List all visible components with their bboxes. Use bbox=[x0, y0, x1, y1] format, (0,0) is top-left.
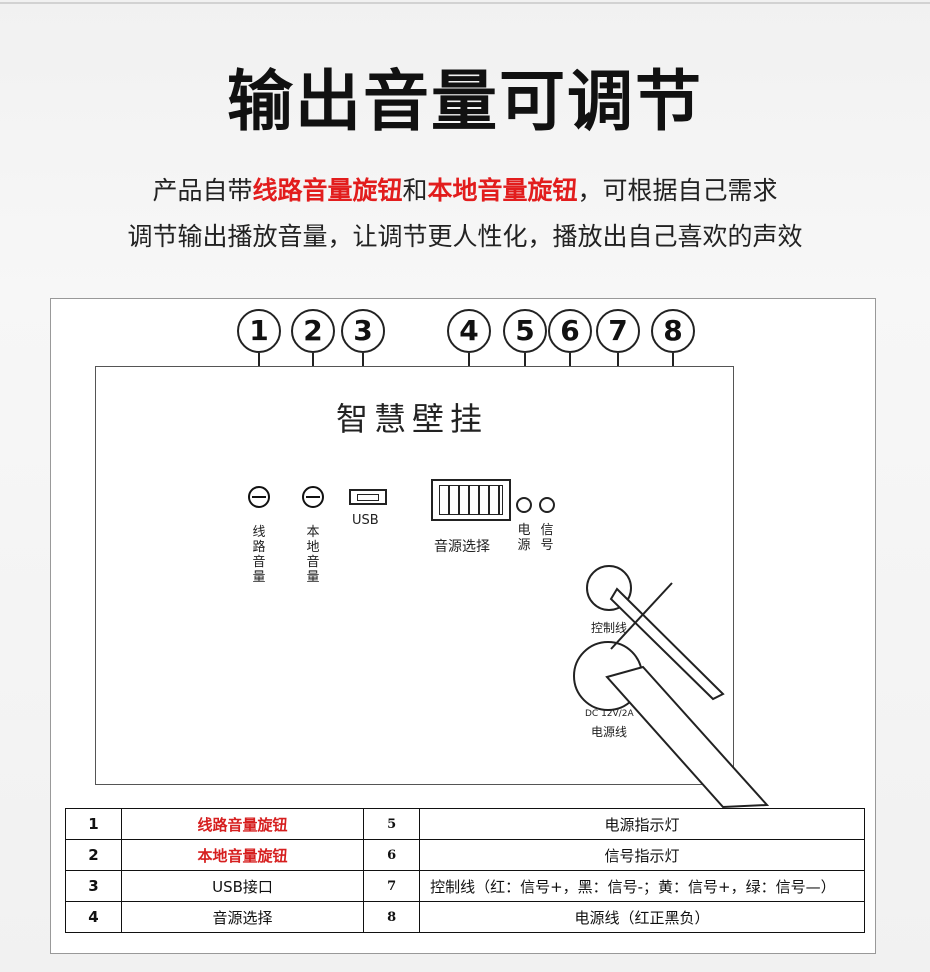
description-line-1: 产品自带线路音量旋钮和本地音量旋钮，可根据自己需求 bbox=[0, 174, 930, 208]
local-volume-knob-icon bbox=[302, 486, 324, 508]
table-cell-number: 7 bbox=[363, 870, 421, 902]
panel-title: 智慧壁挂 bbox=[336, 400, 489, 438]
control-line-label: 控制线 bbox=[591, 621, 628, 635]
callout-2: 2 bbox=[291, 309, 335, 353]
power-cable bbox=[605, 665, 770, 809]
source-select-label: 音源选择 bbox=[434, 539, 490, 555]
description-line-2: 调节输出播放音量，让调节更人性化，播放出自己喜欢的声效 bbox=[127, 222, 803, 251]
usb-label: USB bbox=[352, 513, 379, 528]
callout-3: 3 bbox=[341, 309, 385, 353]
table-cell-item: 电源线（红正黑负） bbox=[419, 901, 865, 933]
page-title: 输出音量可调节 bbox=[227, 63, 703, 140]
desc-mid: 和 bbox=[402, 176, 428, 205]
control-cable bbox=[609, 587, 725, 701]
table-row: 1 线路音量旋钮 5 电源指示灯 bbox=[65, 808, 865, 840]
table-cell-number: 6 bbox=[363, 839, 421, 871]
callout-7: 7 bbox=[596, 309, 640, 353]
callout-8: 8 bbox=[651, 309, 695, 353]
power-led-icon bbox=[516, 497, 532, 513]
table-cell-item: 线路音量旋钮 bbox=[120, 808, 365, 840]
leader-line-8-diagonal bbox=[610, 582, 673, 650]
line-volume-knob-icon bbox=[248, 486, 270, 508]
callout-5: 5 bbox=[503, 309, 547, 353]
callout-4: 4 bbox=[447, 309, 491, 353]
power-led-label: 电源 bbox=[517, 523, 531, 553]
table-cell-number: 2 bbox=[65, 839, 122, 871]
local-volume-label: 本地音量 bbox=[306, 525, 320, 585]
table-cell-item: 本地音量旋钮 bbox=[120, 839, 365, 871]
power-line-label: 电源线 bbox=[591, 725, 628, 739]
table-cell-item: 电源指示灯 bbox=[419, 808, 865, 840]
callout-1: 1 bbox=[237, 309, 281, 353]
desc-highlight-local-volume: 本地音量旋钮 bbox=[427, 176, 578, 205]
table-cell-item: 音源选择 bbox=[120, 901, 365, 933]
table-cell-item: 控制线（红：信号+，黑：信号-；黄：信号+，绿：信号—） bbox=[419, 870, 865, 902]
line-volume-label: 线路音量 bbox=[252, 525, 266, 585]
table-cell-number: 3 bbox=[65, 870, 122, 902]
table-row: 4 音源选择 8 电源线（红正黑负） bbox=[65, 901, 865, 933]
dc-spec-label: DC 12V/2A bbox=[585, 709, 634, 719]
table-row: 3 USB接口 7 控制线（红：信号+，黑：信号-；黄：信号+，绿：信号—） bbox=[65, 870, 865, 902]
table-cell-item: USB接口 bbox=[120, 870, 365, 902]
table-row: 2 本地音量旋钮 6 信号指示灯 bbox=[65, 839, 865, 871]
table-cell-number: 1 bbox=[65, 808, 122, 840]
diagram-frame: 1 2 3 4 5 6 7 8 智慧壁挂 线路音量 本地音量 USB 音源选择 … bbox=[50, 298, 876, 954]
table-cell-number: 4 bbox=[65, 901, 122, 933]
table-cell-number: 8 bbox=[363, 901, 421, 933]
signal-led-label: 信号 bbox=[540, 523, 554, 553]
callout-6: 6 bbox=[548, 309, 592, 353]
top-divider bbox=[0, 2, 930, 4]
table-cell-number: 5 bbox=[363, 808, 421, 840]
cables bbox=[605, 582, 770, 809]
desc-prefix: 产品自带 bbox=[152, 176, 253, 205]
desc-suffix: ，可根据自己需求 bbox=[577, 176, 778, 205]
usb-port-icon bbox=[349, 489, 387, 505]
spec-table: 1 线路音量旋钮 5 电源指示灯 2 本地音量旋钮 6 信号指示灯 3 USB接… bbox=[65, 808, 865, 933]
table-cell-item: 信号指示灯 bbox=[419, 839, 865, 871]
desc-highlight-line-volume: 线路音量旋钮 bbox=[252, 176, 403, 205]
signal-led-icon bbox=[539, 497, 555, 513]
source-select-switch-icon bbox=[431, 479, 511, 521]
